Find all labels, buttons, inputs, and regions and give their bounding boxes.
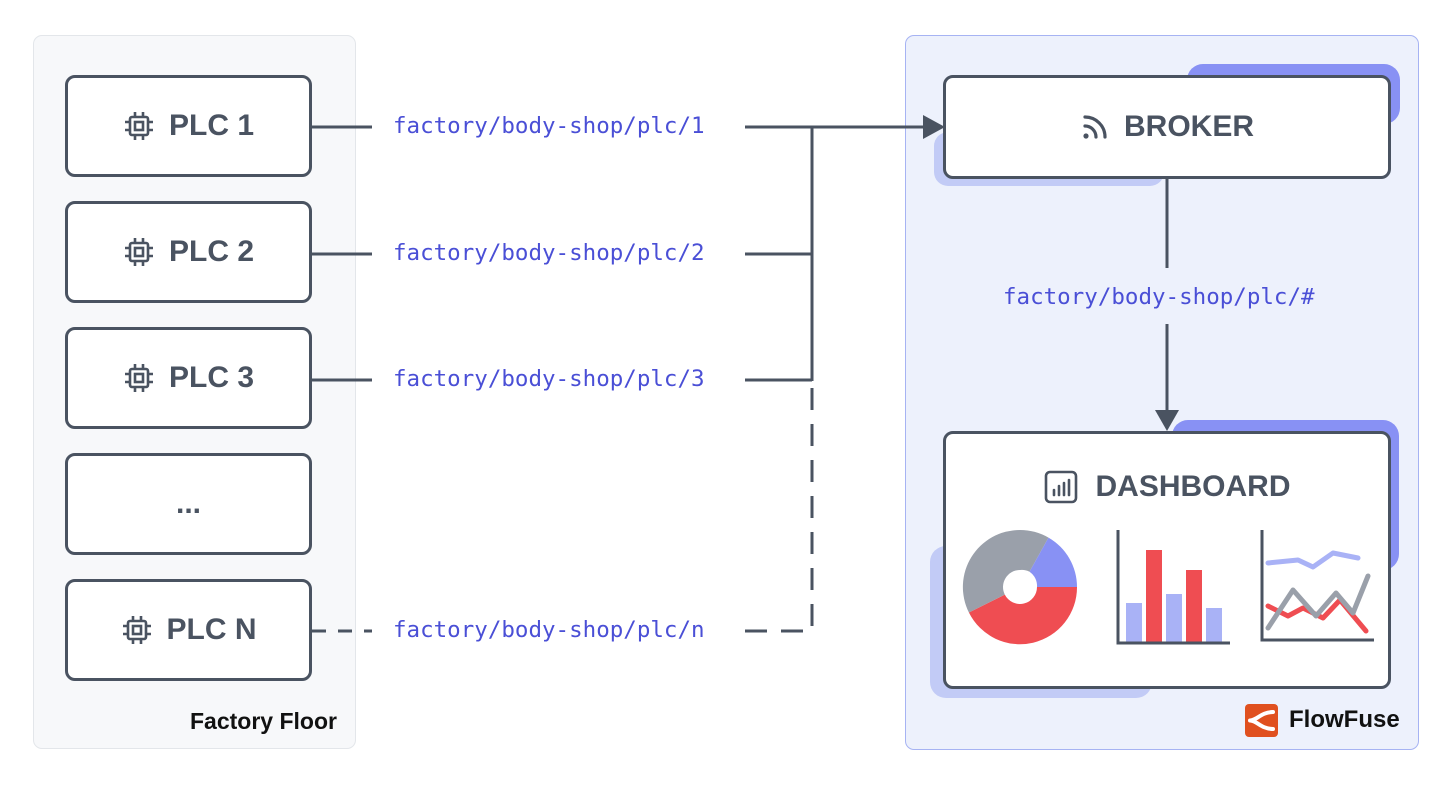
- cpu-chip-icon: [124, 364, 153, 392]
- bar-chart-icon: [1044, 470, 1077, 504]
- dashboard-header: DASHBOARD: [946, 470, 1388, 504]
- bar-3: [1166, 594, 1182, 643]
- line-chart-axes: [1260, 530, 1374, 642]
- donut-slice-gray: [1020, 529, 1049, 572]
- plc-label: PLC 2: [168, 235, 255, 268]
- plc-2-node: PLC 2: [65, 201, 312, 303]
- dashboard-arrowhead: [1155, 410, 1179, 431]
- bar-chart-graphic: [1116, 530, 1230, 645]
- plc-3-node: PLC 3: [65, 327, 312, 429]
- cpu-chip-icon: [124, 238, 153, 266]
- plc-label: PLC 1: [168, 109, 255, 142]
- plc-label: PLC 3: [168, 361, 255, 394]
- plc-3-topic: factory/body-shop/plc/3: [393, 366, 705, 392]
- bar-2: [1146, 550, 1162, 643]
- plc-1-topic: factory/body-shop/plc/1: [393, 113, 705, 139]
- plcn-right-wire: [745, 383, 814, 633]
- rss-feed-icon: [1083, 115, 1107, 139]
- donut-chart-graphic: [962, 529, 1078, 645]
- subscription-topic: factory/body-shop/plc/#: [1003, 284, 1315, 310]
- flowfuse-logo-icon: [1245, 704, 1278, 737]
- plc-label: PLC N: [166, 613, 257, 646]
- broker-label: BROKER: [1123, 110, 1254, 143]
- line-chart-graphic: [1260, 530, 1374, 642]
- bar-1: [1126, 603, 1142, 643]
- flowfuse-brand-label: FlowFuse: [1289, 706, 1400, 733]
- donut-slice-gray-left: [962, 529, 1020, 613]
- bar-4: [1186, 570, 1202, 643]
- plc-n-node: PLC N: [65, 579, 312, 681]
- donut-slice-red: [968, 587, 1078, 645]
- dashboard-node: DASHBOARD: [943, 431, 1391, 689]
- broker-arrowhead: [923, 115, 945, 139]
- bar-5: [1206, 608, 1222, 643]
- line-series-lavender: [1265, 550, 1361, 570]
- dashboard-label: DASHBOARD: [1095, 470, 1291, 503]
- plc-2-topic: factory/body-shop/plc/2: [393, 240, 705, 266]
- line-series-gray: [1265, 573, 1371, 631]
- plc-1-node: PLC 1: [65, 75, 312, 177]
- plc-ellipsis-node: ...: [65, 453, 312, 555]
- donut-slice-lavender: [1029, 537, 1077, 587]
- cpu-chip-icon: [124, 112, 153, 140]
- broker-node: BROKER: [943, 75, 1391, 179]
- cpu-chip-icon: [122, 616, 151, 644]
- factory-floor-label: Factory Floor: [190, 708, 337, 734]
- plc-label: ...: [175, 487, 201, 520]
- bar-chart-axes: [1116, 530, 1230, 645]
- plc-n-topic: factory/body-shop/plc/n: [393, 617, 705, 643]
